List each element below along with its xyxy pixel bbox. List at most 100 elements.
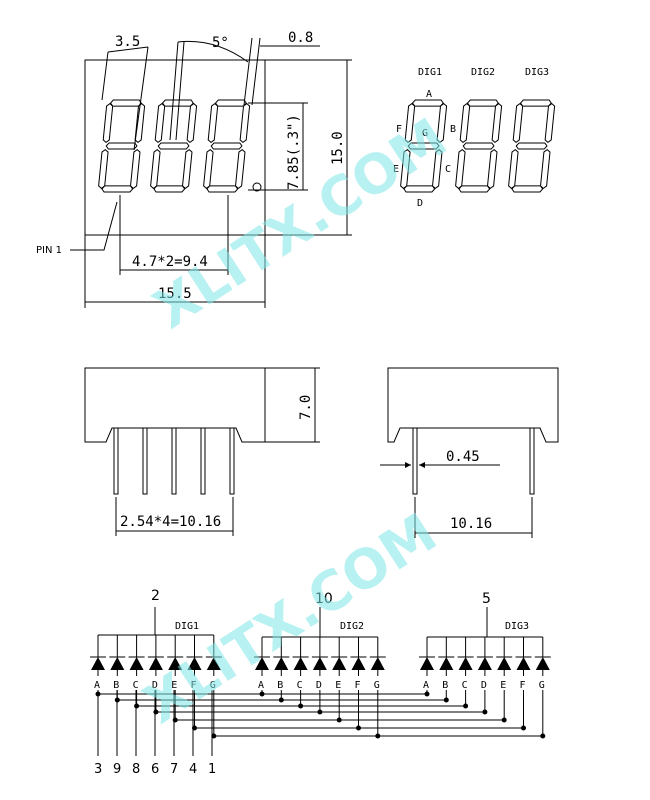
front-digit-1	[98, 99, 146, 193]
segment-c	[540, 149, 551, 189]
side-pin-3	[171, 427, 177, 495]
display-body-outline	[84, 59, 266, 236]
schem-dig2-label: DIG2	[340, 621, 364, 632]
led-diode	[274, 657, 289, 670]
dim-arc-slant	[177, 40, 249, 63]
segment-f	[512, 103, 524, 143]
segment-c	[487, 149, 498, 189]
segment-f	[154, 103, 166, 143]
pin-number: 4	[189, 762, 197, 777]
segment-b	[491, 103, 503, 143]
schematic-circuit	[90, 607, 551, 756]
seg-label: C	[133, 680, 139, 691]
side-view-front: 7.0 2.54*4=10.16	[84, 367, 320, 536]
led-diode	[129, 657, 144, 670]
seg-label: B	[442, 680, 448, 691]
segment-d	[511, 185, 544, 193]
dig2-label: DIG2	[471, 67, 495, 78]
led-diode	[370, 657, 385, 670]
seg-label: F	[355, 680, 361, 691]
segment-g	[105, 142, 138, 150]
segment-a	[519, 99, 552, 107]
front-digit-2	[150, 99, 198, 193]
led-diode	[516, 657, 531, 670]
watermark-bottom: XLITX.COM	[133, 501, 448, 736]
dim-pin-dia-text: 0.45	[446, 449, 480, 465]
seg-b-letter: B	[450, 124, 456, 135]
seg-c-letter: C	[445, 164, 451, 175]
seg-label: A	[258, 680, 264, 691]
side-view-end: 0.45 10.16	[380, 367, 559, 538]
seg-f-letter: F	[396, 124, 402, 135]
decimal-point	[252, 182, 262, 192]
pin-number: 7	[170, 762, 178, 777]
pin-number: 1	[208, 762, 216, 777]
segment-a	[214, 99, 247, 107]
segment-identification: DIG1 DIG2 DIG3 A B C D E F G	[393, 67, 556, 209]
segment-b	[186, 103, 198, 143]
seg-label: E	[335, 680, 341, 691]
segment-a	[161, 99, 194, 107]
led-diode	[110, 657, 125, 670]
schem-digit-2	[254, 607, 386, 739]
side-pin-5	[229, 427, 235, 495]
led-diode	[293, 657, 308, 670]
side-pins	[113, 427, 235, 495]
segment-g	[407, 142, 440, 150]
segment-c	[432, 149, 443, 189]
segment-b	[436, 103, 448, 143]
end-pin-right	[529, 427, 535, 495]
seg-g-letter: G	[422, 128, 428, 139]
led-diode	[312, 657, 327, 670]
seg-label: G	[539, 680, 545, 691]
led-diode	[420, 657, 434, 670]
top-view: 3.5 5° 0.8 7.85(.3") 15.0 4.7*2=9.4 15.5…	[36, 30, 352, 308]
dim-ext-dp-2	[251, 37, 261, 106]
segment-f	[207, 103, 219, 143]
ref-digit-1	[400, 99, 448, 193]
segment-g	[462, 142, 495, 150]
segment-e	[203, 149, 214, 189]
led-diode	[187, 657, 202, 670]
led-diode	[168, 657, 183, 670]
seg-a-letter: A	[426, 89, 432, 100]
seg-label: A	[423, 680, 429, 691]
seg-label: D	[316, 680, 322, 691]
segment-b	[239, 103, 251, 143]
side-pin-1	[113, 427, 119, 495]
dim-ext-pitch-left	[101, 51, 109, 101]
segment-g	[210, 142, 243, 150]
led-diode	[206, 657, 221, 670]
segment-b	[134, 103, 146, 143]
dim-width-text: 15.5	[158, 286, 192, 302]
segment-f	[404, 103, 416, 143]
segment-g	[157, 142, 190, 150]
dim-ext-pitch	[133, 46, 149, 151]
seg-label: F	[520, 680, 526, 691]
segment-d	[101, 185, 134, 193]
dim-pin-span-text: 4.7*2=9.4	[132, 254, 208, 270]
led-diode	[458, 657, 473, 670]
segment-c	[182, 149, 193, 189]
segment-f	[102, 103, 114, 143]
segment-b	[544, 103, 556, 143]
seg-label: A	[94, 680, 100, 691]
led-diode	[255, 657, 269, 670]
dim-char-height-text: 7.85(.3")	[286, 114, 302, 190]
schem-digit-3	[419, 607, 551, 739]
segment-c	[130, 149, 141, 189]
led-diode	[351, 657, 366, 670]
front-digit-3	[203, 99, 251, 193]
pin-number: 9	[113, 762, 121, 777]
dim-slant-text: 5°	[212, 35, 229, 51]
seg-label: D	[152, 680, 158, 691]
side-body-outline	[84, 367, 266, 443]
segment-d	[206, 185, 239, 193]
segment-a	[466, 99, 499, 107]
schem-dig1-label: DIG1	[175, 621, 199, 632]
dim-height-text: 15.0	[330, 131, 346, 165]
segment-g	[515, 142, 548, 150]
seg-label: E	[500, 680, 506, 691]
